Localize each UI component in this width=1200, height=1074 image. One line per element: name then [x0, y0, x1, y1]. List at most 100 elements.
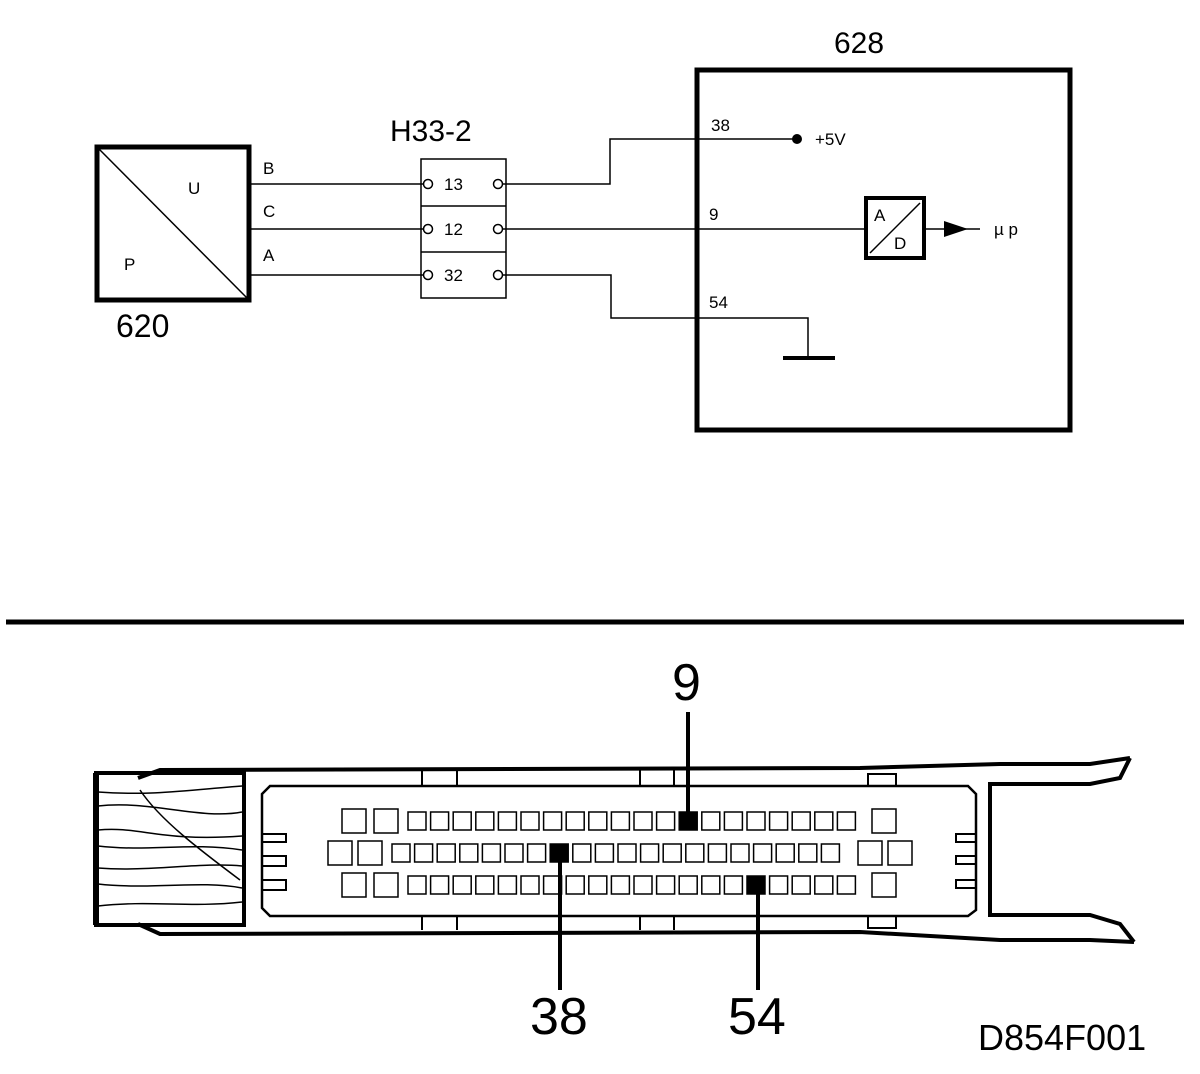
pin [701, 875, 721, 895]
pin [723, 811, 744, 831]
adc-d-label: D [894, 234, 906, 253]
sensor-p-label: P [124, 255, 135, 274]
sensor-pin-c: C [263, 202, 275, 221]
bundle-strand [97, 845, 243, 851]
pin-socket [492, 223, 504, 235]
pin [407, 875, 427, 895]
pin [429, 811, 450, 831]
pin [820, 843, 841, 863]
figure-code: D854F001 [978, 1017, 1146, 1058]
pin [707, 843, 728, 863]
wires-sensor-to-connector [249, 183, 423, 276]
pin-socket [422, 223, 434, 235]
sensor-pin-a: A [263, 246, 275, 265]
pin [436, 843, 456, 863]
pin [814, 875, 834, 895]
large-pin [871, 872, 897, 898]
large-pin [373, 872, 399, 898]
pin [481, 843, 502, 863]
sensor-u-label: U [188, 179, 200, 198]
wire-supply [503, 138, 797, 185]
pin [836, 811, 857, 831]
pin [429, 875, 450, 895]
ecu-id: 628 [834, 27, 884, 60]
pin [730, 843, 750, 863]
pin [639, 843, 660, 863]
housing-top [137, 756, 1131, 780]
pin [633, 811, 653, 831]
large-pin [341, 872, 367, 898]
large-pin [871, 808, 897, 834]
ecu-pin-38: 38 [711, 116, 730, 135]
micro-label: µ p [994, 220, 1018, 239]
pin [459, 843, 479, 863]
ecu-628: 628 38 9 54 +5V A D µ p [694, 27, 1073, 433]
wires-connector-to-ecu [503, 138, 866, 358]
connector-id: H33-2 [390, 115, 472, 148]
pin [594, 843, 615, 863]
pin [685, 843, 705, 863]
pin [791, 875, 811, 895]
pin [497, 811, 518, 831]
pin [617, 843, 637, 863]
sensor-id: 620 [116, 308, 169, 344]
pin-socket [422, 178, 434, 190]
bundle-strand [139, 789, 241, 881]
wire-bundle [93, 771, 246, 927]
ecu-pin-9: 9 [709, 205, 718, 224]
pin [662, 843, 682, 863]
pin [798, 843, 818, 863]
pin [701, 811, 721, 831]
pin [678, 875, 698, 895]
sensor-diagonal [96, 146, 250, 301]
bundle-strand [97, 901, 243, 907]
connector-h33-2: H33-2 13 12 32 [390, 115, 507, 299]
adc-diagonal [869, 202, 921, 254]
wire-ground [503, 274, 809, 358]
large-pin [341, 808, 367, 834]
pin [407, 811, 427, 831]
bundle-strand [97, 828, 243, 839]
connector-pin-32: 32 [444, 266, 463, 285]
bundle-strand [97, 883, 243, 889]
pin [520, 811, 540, 831]
pin-grid [327, 808, 913, 898]
ecu-box [694, 67, 1073, 433]
pin [768, 875, 789, 895]
pin [520, 875, 540, 895]
pin-socket [492, 178, 504, 190]
pin [475, 811, 495, 831]
connector-pin-13: 13 [444, 175, 463, 194]
housing-bottom [137, 922, 1135, 944]
pin [610, 811, 631, 831]
bundle-strand [97, 785, 243, 795]
pin [655, 811, 676, 831]
bundle-strand [97, 864, 243, 870]
pin [814, 811, 834, 831]
pin-socket [492, 269, 504, 281]
pin [633, 875, 653, 895]
large-pin [327, 840, 353, 866]
pin [504, 843, 524, 863]
pin [752, 843, 773, 863]
supply-node [792, 134, 802, 144]
adc-a-label: A [874, 206, 886, 225]
callout-54: 54 [728, 988, 786, 1046]
output-arrow [944, 221, 968, 237]
pin-socket [422, 269, 434, 281]
pin [655, 875, 676, 895]
pin [723, 875, 744, 895]
pin [542, 811, 563, 831]
ecu-connector-view: 9 38 54 [93, 654, 1136, 1046]
large-pin [857, 840, 883, 866]
pin [565, 875, 585, 895]
latch-tab [867, 915, 897, 929]
housing-right-end [988, 757, 1136, 944]
sensor-pin-b: B [263, 159, 274, 178]
pin [526, 843, 547, 863]
pin [791, 811, 811, 831]
pin [475, 875, 495, 895]
connector-pin-12: 12 [444, 220, 463, 239]
left-ribs [262, 833, 287, 891]
